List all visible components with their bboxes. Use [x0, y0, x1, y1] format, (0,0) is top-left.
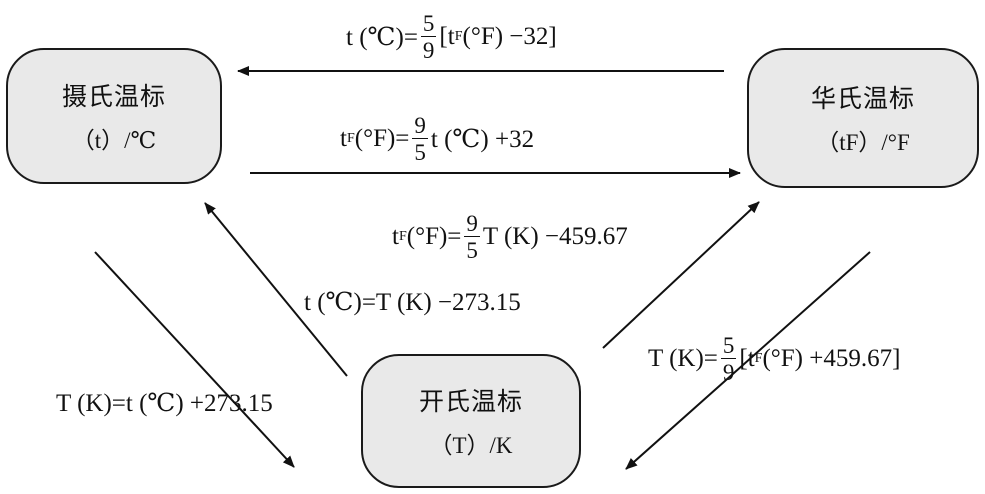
formula-f-to-k-lhs: T (K)=	[648, 345, 718, 372]
fraction-numerator: 5	[420, 11, 437, 37]
kelvin-name: 开氏温标	[418, 387, 523, 416]
arrow-c-to-k	[94, 251, 295, 468]
fahrenheit-unit: （tF）/°F	[816, 130, 910, 155]
formula-k-to-c-text: t (℃)=T (K) −273.15	[304, 289, 521, 316]
subscript-f: F	[346, 131, 355, 146]
formula-k-to-c: t (℃)=T (K) −273.15	[304, 287, 521, 317]
arrow-k-to-c	[204, 202, 348, 377]
fraction-denominator: 9	[422, 38, 435, 63]
fraction-denominator: 5	[414, 140, 426, 165]
formula-c-to-k-text: T (K)=t (℃) +273.15	[56, 390, 273, 417]
fahrenheit-name: 华氏温标	[810, 84, 915, 113]
fraction-denominator: 9	[722, 360, 735, 385]
fraction-5-9: 5 9	[720, 333, 737, 385]
arrow-k-to-f	[602, 201, 760, 349]
celsius-box: 摄氏温标 （t）/℃	[6, 48, 222, 184]
celsius-name: 摄氏温标	[61, 82, 166, 111]
fraction-numerator: 5	[720, 333, 737, 359]
arrow-f-to-k	[625, 251, 871, 470]
subscript-f: F	[454, 29, 463, 44]
formula-f-to-k-rhs-a: [t	[739, 345, 755, 372]
formula-f-to-c-rhs-b: (°F) −32]	[462, 23, 557, 50]
formula-f-to-c-rhs-a: [t	[439, 23, 455, 50]
fraction-9-5: 9 5	[412, 114, 428, 164]
subscript-f: F	[398, 229, 407, 244]
formula-c-to-f-lhs-a: t	[340, 125, 347, 152]
fraction-denominator: 5	[466, 238, 478, 263]
formula-f-to-k-rhs-b: (°F) +459.67]	[762, 345, 901, 372]
formula-c-to-k: T (K)=t (℃) +273.15	[56, 388, 273, 418]
formula-k-to-f-lhs-a: t	[392, 223, 399, 250]
formula-f-to-c-lhs: t (℃)=	[346, 24, 418, 51]
formula-k-to-f-rhs: T (K) −459.67	[482, 223, 628, 250]
formula-c-to-f-rhs: t (℃) +32	[430, 126, 535, 153]
fraction-numerator: 9	[464, 211, 480, 237]
fraction-numerator: 9	[412, 113, 428, 139]
fahrenheit-box: 华氏温标 （tF）/°F	[747, 48, 979, 188]
kelvin-unit: （T）/K	[429, 433, 513, 458]
celsius-unit: （t）/℃	[71, 128, 157, 153]
subscript-f: F	[754, 351, 763, 366]
kelvin-box: 开氏温标 （T）/K	[361, 354, 581, 488]
formula-c-to-f-lhs-b: (°F)=	[354, 125, 410, 152]
fraction-9-5: 9 5	[464, 212, 480, 262]
formula-k-to-f-lhs-b: (°F)=	[406, 223, 462, 250]
fraction-5-9: 5 9	[420, 11, 437, 63]
